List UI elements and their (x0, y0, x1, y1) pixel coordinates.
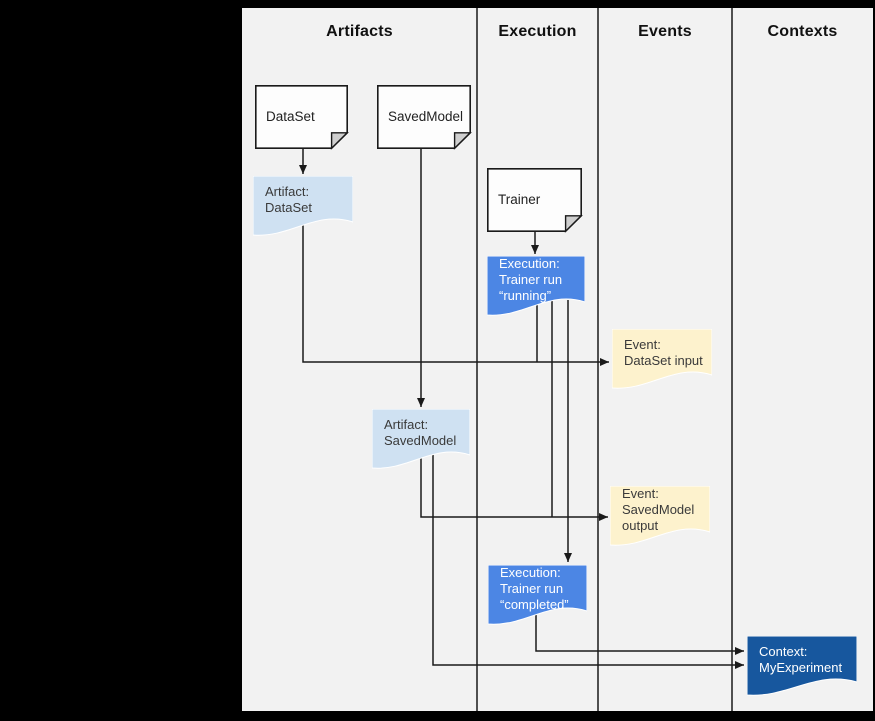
node-label: Execution: (499, 256, 560, 271)
arrow-artifactdataset-to-event (302, 220, 609, 366)
node-artifact-savedmodel: Artifact: SavedModel (372, 409, 470, 471)
node-trainer: Trainer (487, 168, 583, 233)
node-label: output (622, 518, 659, 533)
node-execution-running: Execution: Trainer run “running” (487, 256, 585, 318)
arrow-artifactsavedmodel-to-event (420, 453, 608, 521)
node-label: Event: (622, 486, 659, 501)
note-shape (377, 85, 472, 150)
node-savedmodel: SavedModel (377, 85, 472, 150)
node-label: “completed” (500, 597, 569, 612)
node-label: Trainer run (500, 581, 564, 596)
document-shape (612, 329, 712, 389)
node-label: Artifact: (384, 417, 429, 432)
arrow-artifactsavedmodel-to-context (432, 453, 744, 669)
node-event-dataset-input: Event: DataSet input (612, 329, 712, 391)
diagram-canvas: Artifacts Execution Events Contexts (242, 8, 873, 711)
node-execution-completed: Execution: Trainer run “completed” (488, 565, 587, 627)
node-label: DataSet (266, 109, 315, 124)
document-shape (488, 565, 587, 625)
column-header-events: Events (638, 23, 692, 40)
node-artifact-dataset: Artifact: DataSet (253, 176, 353, 238)
document-shape (610, 486, 710, 546)
connector-layer (299, 8, 744, 711)
node-label: SavedModel (384, 433, 457, 448)
document-shape (487, 256, 585, 316)
node-dataset: DataSet (255, 85, 349, 150)
document-shape (372, 409, 470, 469)
document-shape (253, 176, 353, 236)
node-label: Trainer run (499, 272, 563, 287)
node-label: DataSet (265, 200, 312, 215)
node-label: Context: (759, 644, 808, 659)
document-shape (747, 636, 857, 696)
column-header-contexts: Contexts (767, 23, 838, 40)
node-label: Trainer (498, 192, 541, 207)
folded-corner-icon (453, 132, 472, 150)
node-label: SavedModel (622, 502, 695, 517)
note-shape (255, 85, 349, 150)
node-label: Artifact: (265, 184, 310, 199)
column-header-artifacts: Artifacts (326, 23, 393, 40)
arrow-completed-to-context (535, 609, 744, 655)
node-label: Execution: (500, 565, 561, 580)
folded-corner-icon (330, 132, 349, 150)
column-header-execution: Execution (498, 23, 577, 40)
node-context-myexperiment: Context: MyExperiment (747, 636, 857, 698)
node-event-savedmodel-output: Event: SavedModel output (610, 486, 710, 548)
node-label: Event: (624, 337, 661, 352)
node-label: “running” (499, 288, 552, 303)
node-label: MyExperiment (759, 660, 843, 675)
node-label: SavedModel (388, 109, 464, 124)
folded-corner-icon (564, 215, 583, 233)
note-shape (487, 168, 583, 233)
node-label: DataSet input (624, 353, 703, 368)
